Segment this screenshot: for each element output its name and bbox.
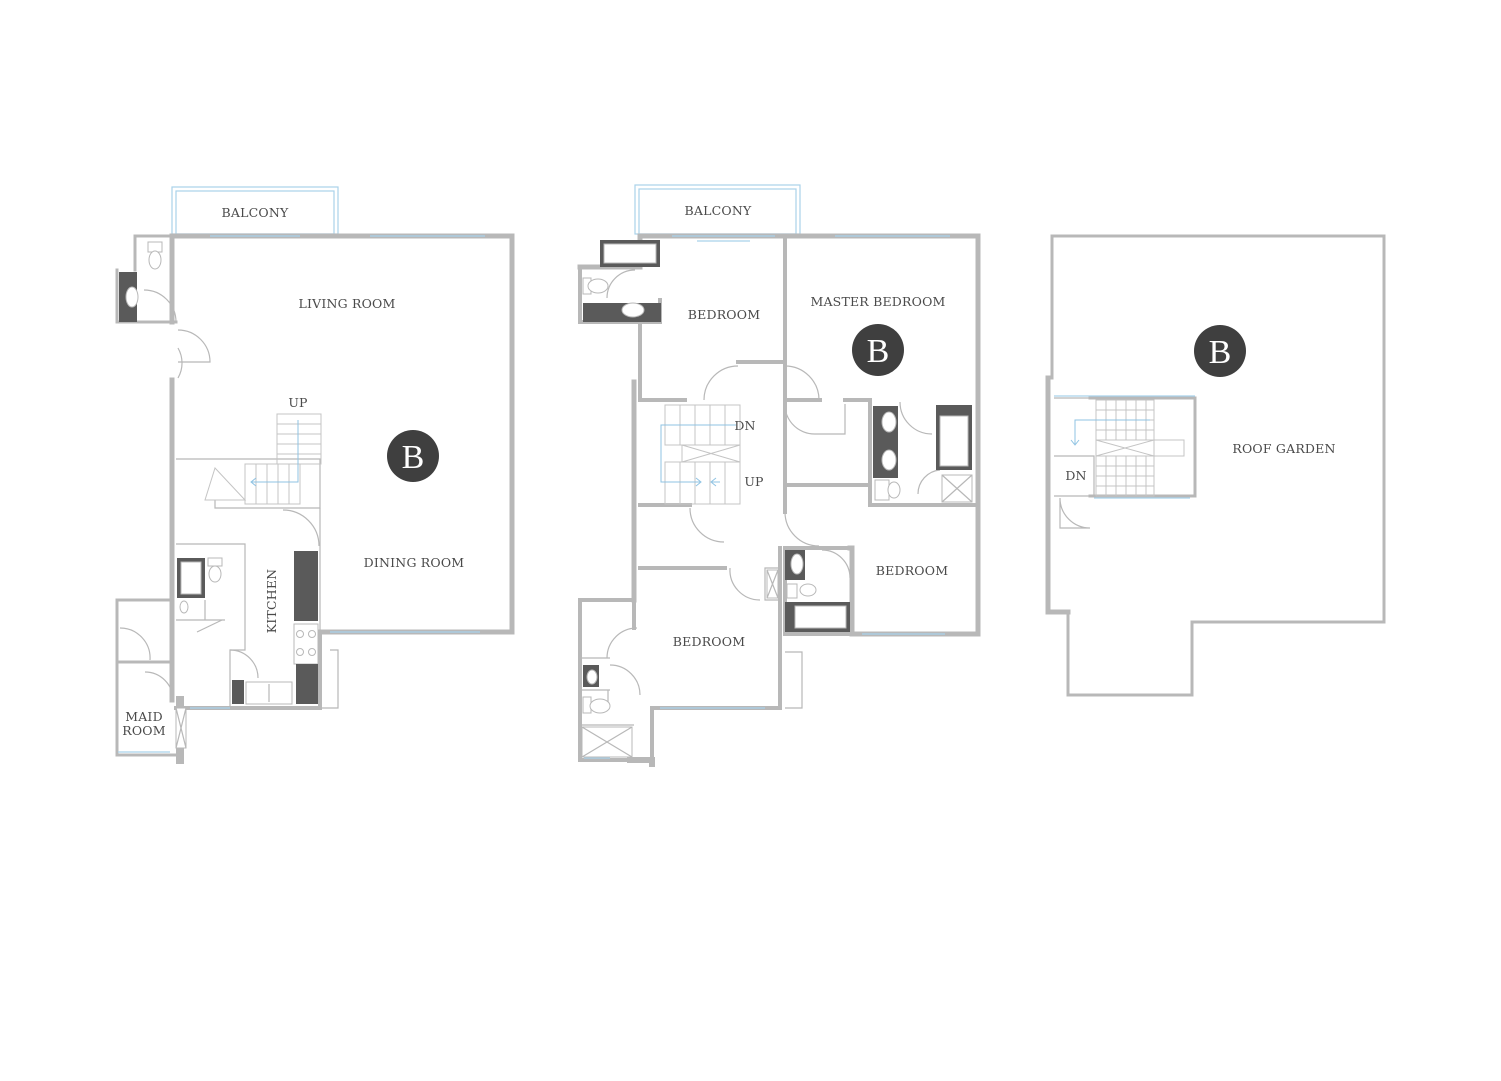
floor-1-fixtures	[119, 241, 319, 749]
floor-1-windows	[118, 235, 485, 753]
maid-room-label-line-1: MAID	[125, 709, 163, 724]
floor-3: ROOF GARDEN DN B	[1045, 234, 1386, 697]
floor-2-doors	[606, 269, 941, 696]
floor-3-badge: B	[1194, 325, 1246, 377]
floor-2-stair	[660, 404, 741, 505]
floor-3-badge-letter: B	[1209, 334, 1232, 371]
floor-1-doors	[119, 289, 320, 701]
floor-2: BALCONY BEDROOM MASTER BEDROOM DN UP BED…	[577, 184, 981, 767]
floor-2-walls	[577, 233, 981, 767]
floor-2-balcony-label: BALCONY	[685, 203, 752, 218]
floor-3-doors	[1059, 497, 1091, 529]
floor-2-stair-up-label: UP	[744, 474, 763, 489]
floor-1-badge: B	[387, 430, 439, 482]
floor-2-windows	[584, 235, 950, 759]
bedroom-sw-label: BEDROOM	[673, 634, 745, 649]
floor-3-windows	[1054, 395, 1195, 499]
master-bedroom-label: MASTER BEDROOM	[810, 294, 945, 309]
floor-2-fixtures	[581, 240, 973, 758]
floor-3-stair-dn-label: DN	[1065, 468, 1086, 483]
bedroom-nw-label: BEDROOM	[688, 307, 760, 322]
living-room-label: LIVING ROOM	[298, 296, 395, 311]
floor-3-stair	[1070, 399, 1185, 497]
floor-2-badge-letter: B	[867, 333, 890, 370]
kitchen-label: KITCHEN	[264, 569, 279, 634]
roof-garden-label: ROOF GARDEN	[1232, 441, 1335, 456]
floor-1-stair	[204, 413, 322, 505]
floor-1-stair-up-label: UP	[288, 395, 307, 410]
floor-1-balcony-label: BALCONY	[222, 205, 289, 220]
floor-1-badge-letter: B	[402, 439, 425, 476]
floor-2-stair-dn-label: DN	[734, 418, 755, 433]
bedroom-e-label: BEDROOM	[876, 563, 948, 578]
floor-1: BALCONY LIVING ROOM UP DINING ROOM KITCH…	[115, 186, 515, 764]
maid-room-label-line-2: ROOM	[122, 723, 166, 738]
floor-2-badge: B	[852, 324, 904, 376]
dining-room-label: DINING ROOM	[364, 555, 465, 570]
